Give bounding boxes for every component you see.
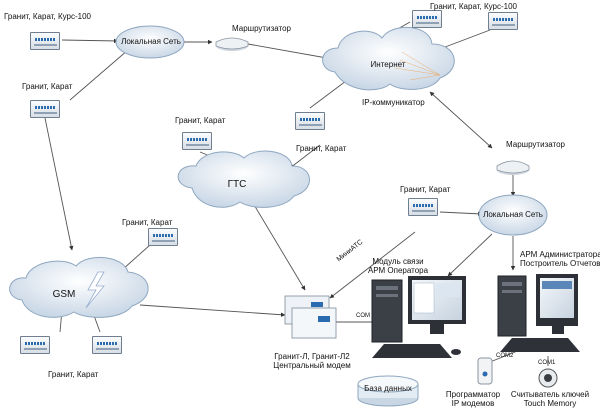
router-right-icon <box>496 160 530 175</box>
label-gsm: GSM <box>52 289 76 300</box>
device-ip-communicator <box>295 112 325 130</box>
lightning-icon <box>85 271 105 309</box>
label-granit-karat-kurs-left: Гранит, Карат, Курс-100 <box>4 12 91 21</box>
label-granit-karat-bottom: Гранит, Карат <box>48 370 99 379</box>
label-central-modem-2: Центральный модем <box>273 361 351 370</box>
link-device-ip-to-internet <box>309 77 351 109</box>
label-com: COM <box>356 313 370 319</box>
label-admin-2: Построитель Отчетов <box>520 259 600 268</box>
label-com1: COM1 <box>538 360 556 366</box>
label-reader-2: Touch Memory <box>523 399 577 408</box>
link-internet-to-router <box>429 91 493 149</box>
label-granit-karat-right: Гранит, Карат <box>400 185 451 194</box>
device-granit-karat-mid <box>182 132 212 150</box>
device-granit-karat-kurs-tr1 <box>412 10 442 28</box>
label-granit-karat-gsm: Гранит, Карат <box>122 218 173 227</box>
operator-workstation-icon <box>371 276 466 358</box>
programmer-icon <box>477 357 493 385</box>
label-programmer-2: IP модемов <box>451 399 495 408</box>
label-ip-communicator: IP-коммуникатор <box>362 98 425 107</box>
link-device-gsm-to-gsm <box>121 244 151 271</box>
label-com2: COM2 <box>496 353 514 359</box>
link-lan-to-operator <box>447 233 493 277</box>
label-granit-karat-mid: Гранит, Карат <box>175 116 226 125</box>
label-granit-karat-kurs-right: Гранит, Карат, Курс-100 <box>430 2 517 11</box>
label-database: База данных <box>364 384 412 393</box>
device-granit-karat-kurs-tr2 <box>488 12 518 30</box>
label-admin-1: АРМ Администратора <box>520 250 600 259</box>
label-router-top: Маршрутизатор <box>232 24 291 33</box>
key-reader-icon <box>538 368 558 388</box>
label-central-modem-1: Гранит-Л, Гранит-Л2 <box>274 352 350 361</box>
router-top-icon <box>215 37 249 51</box>
device-granit-karat-gsm <box>148 228 178 246</box>
label-operator-module-1: Модуль связи <box>372 257 424 266</box>
cloud-pstn <box>177 150 310 208</box>
label-operator-module-2: АРМ Оператора <box>367 266 429 275</box>
label-programmer-1: Программатор <box>445 390 501 399</box>
link-mini-ats <box>329 231 416 299</box>
link-device-to-lan <box>61 38 119 44</box>
cloud-gsm <box>9 256 149 318</box>
link-device-left-to-gsm <box>44 117 74 251</box>
admin-workstation-icon <box>497 274 580 352</box>
database-icon <box>357 375 419 407</box>
label-internet: Интернет <box>370 60 406 69</box>
label-lan-right: Локальная Сеть <box>483 210 543 219</box>
label-lan-top: Локальная Сеть <box>121 37 181 46</box>
cloud-lan-top <box>115 25 185 59</box>
device-granit-karat-bl1 <box>20 336 50 354</box>
device-granit-karat-kurs-left <box>30 32 60 50</box>
link-device-left-to-lan <box>69 49 129 101</box>
link-pstn-to-modem <box>249 197 306 291</box>
central-modem-icon <box>284 295 337 339</box>
label-granit-karat-pstn: Гранит, Карат <box>296 144 347 153</box>
link-gsm-to-modem <box>139 304 286 317</box>
link-device-right-to-lan <box>439 211 483 217</box>
label-router-right: Маршрутизатор <box>506 140 565 149</box>
device-granit-karat-left <box>30 100 60 118</box>
link-device-pstn-to-pstn <box>289 144 321 169</box>
cloud-lan-right <box>478 194 548 236</box>
label-granit-karat-left: Гранит, Карат <box>22 82 73 91</box>
device-granit-karat-right <box>408 198 438 216</box>
label-pstn: ГТС <box>227 179 247 190</box>
device-granit-karat-bl2 <box>92 336 122 354</box>
label-reader-1: Считыватель ключей <box>510 390 590 399</box>
cloud-internet <box>322 26 455 91</box>
